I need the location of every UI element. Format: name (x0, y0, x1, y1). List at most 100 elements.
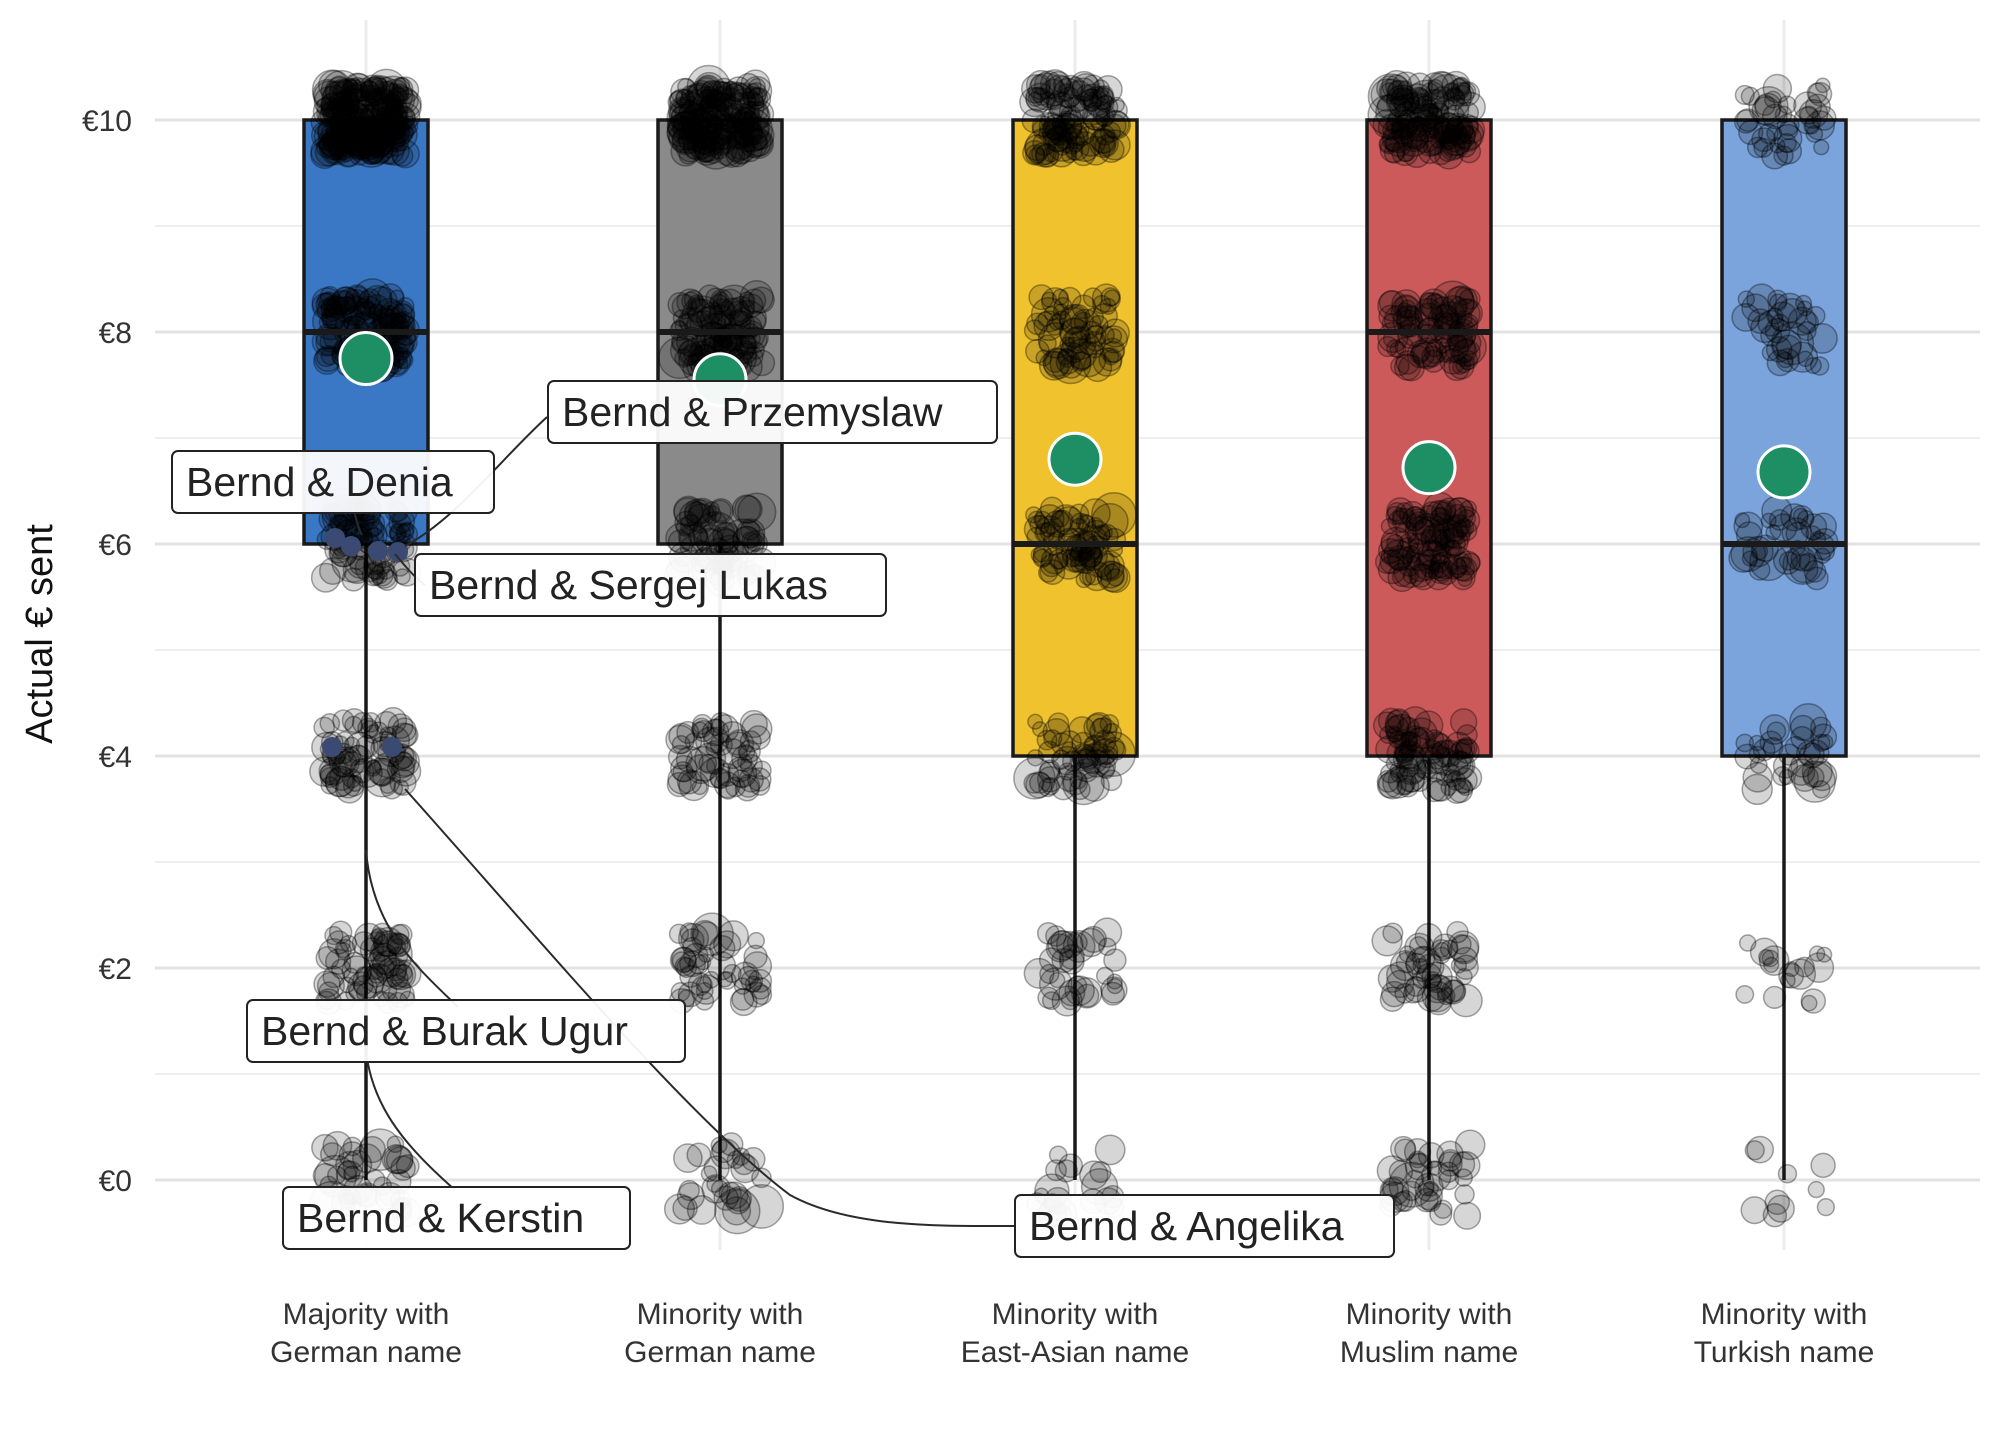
box (1365, 118, 1493, 758)
jitter-point (343, 78, 359, 95)
jitter-point (310, 108, 338, 137)
jitter-point (332, 296, 359, 323)
jitter-point (690, 296, 707, 313)
jitter-point (1079, 568, 1096, 586)
jitter-point (672, 110, 701, 139)
jitter-point (673, 1143, 703, 1173)
jitter-point (323, 299, 342, 318)
jitter-point (338, 1141, 367, 1169)
jitter-point (1740, 1196, 1769, 1225)
jitter-point (1038, 761, 1061, 784)
jitter-point (1761, 949, 1780, 968)
jitter-point (342, 1149, 373, 1180)
jitter-point (1049, 971, 1066, 989)
jitter-point (727, 106, 773, 153)
jitter-point (1074, 552, 1097, 575)
jitter-point (335, 80, 358, 103)
jitter-point (1810, 1152, 1836, 1179)
jitter-point (375, 105, 403, 133)
jitter-point (679, 104, 711, 136)
jitter-point (313, 85, 346, 118)
jitter-point (1037, 986, 1060, 1009)
jitter-point (1420, 1190, 1442, 1213)
jitter-point (720, 1181, 749, 1210)
jitter-point (368, 75, 395, 102)
jitter-point (747, 931, 766, 950)
jitter-point (1062, 548, 1082, 568)
jitter-point (352, 966, 385, 999)
jitter-point (362, 78, 386, 101)
jitter-point (727, 756, 754, 783)
jitter-point (356, 301, 377, 321)
jitter-point (1023, 319, 1046, 342)
jitter-point (686, 1194, 717, 1225)
jitter-point (748, 349, 776, 377)
jitter-point (674, 95, 703, 125)
jitter-point (343, 736, 361, 754)
jitter-point (330, 146, 347, 163)
jitter-point (707, 136, 731, 160)
jitter-point (352, 278, 393, 319)
jitter-point (325, 118, 346, 138)
jitter-point (1075, 571, 1093, 589)
jitter-point (365, 128, 390, 153)
jitter-point (352, 108, 375, 131)
jitter-point (1049, 341, 1092, 385)
jitter-point (692, 921, 722, 951)
jitter-point (1061, 741, 1078, 758)
jitter-point (678, 337, 707, 366)
jitter-point (746, 533, 765, 552)
mean-marker (338, 331, 394, 386)
jitter-point (744, 128, 768, 152)
jitter-point (743, 99, 775, 130)
jitter-point (343, 84, 374, 114)
jitter-point (318, 291, 339, 312)
jitter-point (337, 106, 361, 129)
jitter-point (375, 110, 408, 143)
jitter-point (739, 279, 774, 315)
jitter-point (339, 92, 360, 113)
jitter-point (1070, 743, 1097, 769)
jitter-point (341, 955, 373, 987)
jitter-point (688, 107, 719, 138)
jitter-point (739, 519, 761, 541)
jitter-point (368, 303, 387, 321)
jitter-point (676, 769, 703, 795)
jitter-point (1055, 930, 1084, 959)
jitter-point (683, 289, 704, 310)
jitter-points (308, 64, 1839, 1235)
jitter-point (321, 129, 343, 150)
jitter-point (739, 730, 762, 753)
jitter-point (317, 119, 345, 147)
jitter-point (341, 137, 358, 154)
jitter-point (740, 969, 764, 993)
jitter-point (1380, 546, 1399, 565)
jitter-point (669, 97, 696, 124)
jitter-point (1450, 556, 1475, 582)
jitter-point (390, 83, 410, 102)
jitter-point (1059, 355, 1084, 379)
jitter-point (1058, 943, 1085, 970)
jitter-point (368, 112, 398, 142)
jitter-point (697, 284, 723, 310)
jitter-point (725, 1188, 751, 1215)
jitter-point (671, 127, 696, 151)
jitter-point (378, 111, 408, 141)
jitter-point (335, 772, 362, 799)
jitter-point (1085, 567, 1104, 586)
jitter-point (698, 115, 723, 140)
jitter-point (709, 768, 730, 789)
jitter-point (350, 127, 382, 159)
jitter-point (374, 110, 396, 132)
jitter-point (710, 1136, 728, 1154)
jitter-point (676, 720, 700, 744)
jitter-point (712, 521, 741, 550)
jitter-point (691, 779, 708, 796)
jitter-point (361, 114, 393, 147)
jitter-point (361, 140, 386, 164)
jitter-point (365, 137, 393, 165)
jitter-point (1097, 761, 1115, 780)
jitter-point (376, 308, 397, 329)
jitter-point (694, 103, 723, 132)
jitter-point (368, 126, 397, 155)
